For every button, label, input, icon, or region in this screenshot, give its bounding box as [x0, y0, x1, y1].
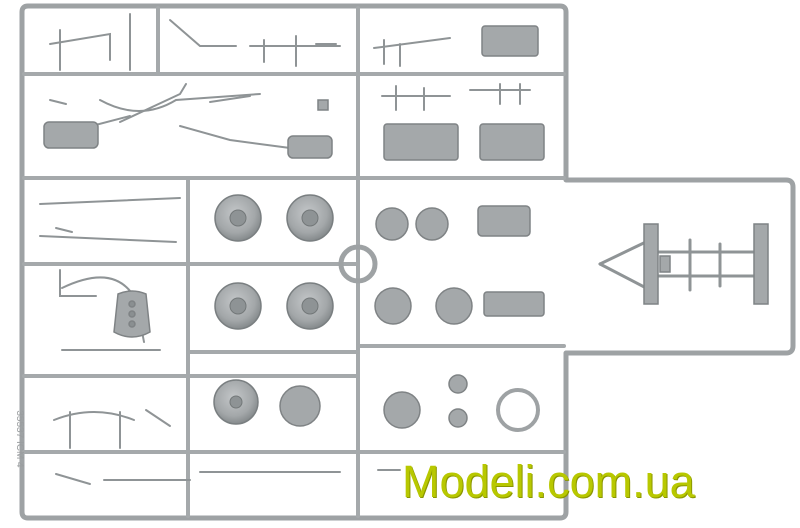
right-extension-parts	[598, 228, 762, 302]
sprue-ring	[338, 244, 378, 284]
middle-right-parts	[279, 205, 545, 429]
wheel-hubs	[229, 209, 319, 409]
sprue-code-text: 35537 ICM 4	[14, 410, 25, 468]
middle-left-parts	[39, 197, 181, 351]
sprue-frame	[19, 3, 796, 521]
bottom-left-parts	[53, 409, 401, 485]
ring-part	[496, 388, 540, 432]
right-extension-blocks	[643, 223, 769, 305]
sprue-inner-runners	[22, 6, 566, 518]
top-right-blocks	[383, 25, 545, 161]
top-left-tanks	[43, 99, 333, 159]
sprue-code-label: 35537 ICM 4	[4, 386, 30, 496]
top-left-parts	[49, 13, 341, 149]
chassis-bracket	[113, 290, 151, 338]
top-right-parts	[373, 37, 531, 111]
watermark: Modeli.com.ua	[402, 456, 695, 507]
